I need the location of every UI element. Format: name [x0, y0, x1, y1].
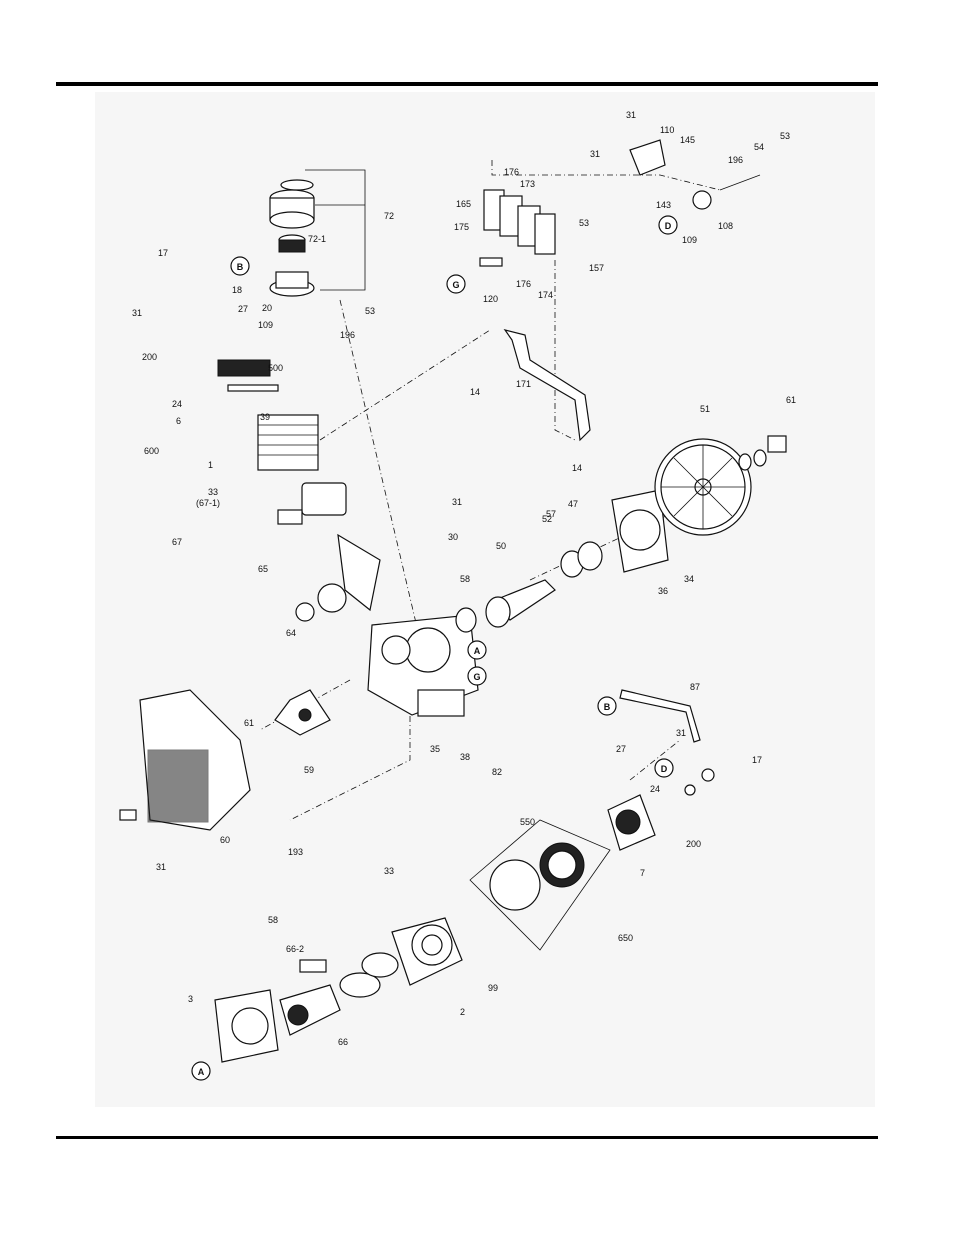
flywheel-assembly: [612, 436, 786, 572]
air-filter-assembly: [270, 170, 365, 296]
part-number-label: 157: [589, 263, 604, 273]
part-number-label: 1: [208, 460, 213, 470]
part-number-label: 18: [232, 285, 242, 295]
callout-letter: B: [604, 702, 611, 712]
part-number-label: 36: [658, 586, 668, 596]
part-number-label: 17: [158, 248, 168, 258]
part-number-label: 33: [384, 866, 394, 876]
part-number-label: 31: [676, 728, 686, 738]
part-number-label: 196: [728, 155, 743, 165]
part-number-label: 193: [288, 847, 303, 857]
crankshaft: [456, 542, 602, 632]
part-number-label: 20: [262, 303, 272, 313]
part-number-label: 145: [680, 135, 695, 145]
part-number-label: 650: [618, 933, 633, 943]
part-number-label: 14: [470, 387, 480, 397]
part-number-label: 65: [258, 564, 268, 574]
part-number-label: 72: [384, 211, 394, 221]
part-number-label: 64: [286, 628, 296, 638]
part-number-label: 200: [142, 352, 157, 362]
part-number-label: 87: [690, 682, 700, 692]
part-number-label: 3: [188, 994, 193, 1004]
part-number-label: 175: [454, 222, 469, 232]
callout-letter: G: [473, 672, 480, 682]
part-number-label: 66: [338, 1037, 348, 1047]
callout-letter: B: [237, 262, 244, 272]
part-number-label: 27: [238, 304, 248, 314]
part-number-label: 171: [516, 379, 531, 389]
part-number-label: 60: [220, 835, 230, 845]
part-number-label: 24: [650, 784, 660, 794]
bottom-rule: [56, 1136, 878, 1139]
part-number-label: 110: [660, 125, 674, 135]
part-number-label: 53: [579, 218, 589, 228]
reed-valve-plates: [470, 820, 610, 950]
callout-letter: A: [474, 646, 481, 656]
part-number-label: 31: [452, 497, 462, 507]
piston-rod-assembly: [278, 483, 380, 621]
secondary-head: [608, 769, 714, 850]
part-number-label: 2: [460, 1007, 465, 1017]
part-number-label: 72-1: [308, 234, 326, 244]
part-number-label: 176: [516, 279, 531, 289]
part-number-label: 82: [492, 767, 502, 777]
part-number-label: 34: [684, 574, 694, 584]
part-number-label: 31: [626, 110, 636, 120]
part-number-label: 550: [520, 817, 535, 827]
discharge-tubes: [505, 330, 700, 742]
callout-letter: A: [198, 1067, 205, 1077]
callout-letter: D: [665, 221, 672, 231]
part-number-label: 14: [572, 463, 582, 473]
part-number-label: 31: [132, 308, 142, 318]
unloader-valve: [630, 140, 760, 209]
part-number-label: 174: [538, 290, 553, 300]
part-number-label: 47: [568, 499, 578, 509]
part-number-label: 38: [460, 752, 470, 762]
part-number-label: 61: [786, 395, 796, 405]
part-number-label: 54: [754, 142, 764, 152]
part-number-label: (67-1): [196, 498, 220, 508]
part-number-label: 99: [488, 983, 498, 993]
part-number-label: 109: [682, 235, 697, 245]
part-number-label: 58: [268, 915, 278, 925]
part-number-label: 17: [752, 755, 762, 765]
part-number-label: 173: [520, 179, 535, 189]
part-number-label: 57: [546, 509, 556, 519]
part-number-label: 24: [172, 399, 182, 409]
part-number-label: 27: [616, 744, 626, 754]
part-number-label: 6: [176, 416, 181, 426]
part-number-label: 176: [504, 167, 519, 177]
part-number-label: 120: [483, 294, 498, 304]
valve-plates: [480, 190, 555, 266]
part-number-label: 53: [780, 131, 790, 141]
callout-letter: D: [661, 764, 668, 774]
part-number-label: 109: [258, 320, 273, 330]
part-number-label: 500: [268, 363, 283, 373]
callout-letter: G: [452, 280, 459, 290]
part-number-label: 33: [208, 487, 218, 497]
part-number-label: 66-2: [286, 944, 304, 954]
part-number-label: 53: [365, 306, 375, 316]
part-number-label: 196: [340, 330, 355, 340]
part-number-label: 50: [496, 541, 506, 551]
part-labels: 1236714141717182024242727303131313131313…: [132, 110, 796, 1077]
part-number-label: 39: [260, 412, 270, 422]
part-number-label: 31: [590, 149, 600, 159]
part-number-label: 59: [304, 765, 314, 775]
part-number-label: 108: [718, 221, 733, 231]
part-number-label: 67: [172, 537, 182, 547]
part-number-label: 200: [686, 839, 701, 849]
part-number-label: 31: [156, 862, 166, 872]
part-number-label: 30: [448, 532, 458, 542]
part-number-label: 165: [456, 199, 471, 209]
part-number-label: 51: [700, 404, 710, 414]
part-number-label: 7: [640, 868, 645, 878]
part-number-label: 35: [430, 744, 440, 754]
part-number-label: 58: [460, 574, 470, 584]
part-number-label: 61: [244, 718, 254, 728]
part-number-label: 600: [144, 446, 159, 456]
part-number-label: 143: [656, 200, 671, 210]
fan-shroud: [120, 690, 330, 830]
